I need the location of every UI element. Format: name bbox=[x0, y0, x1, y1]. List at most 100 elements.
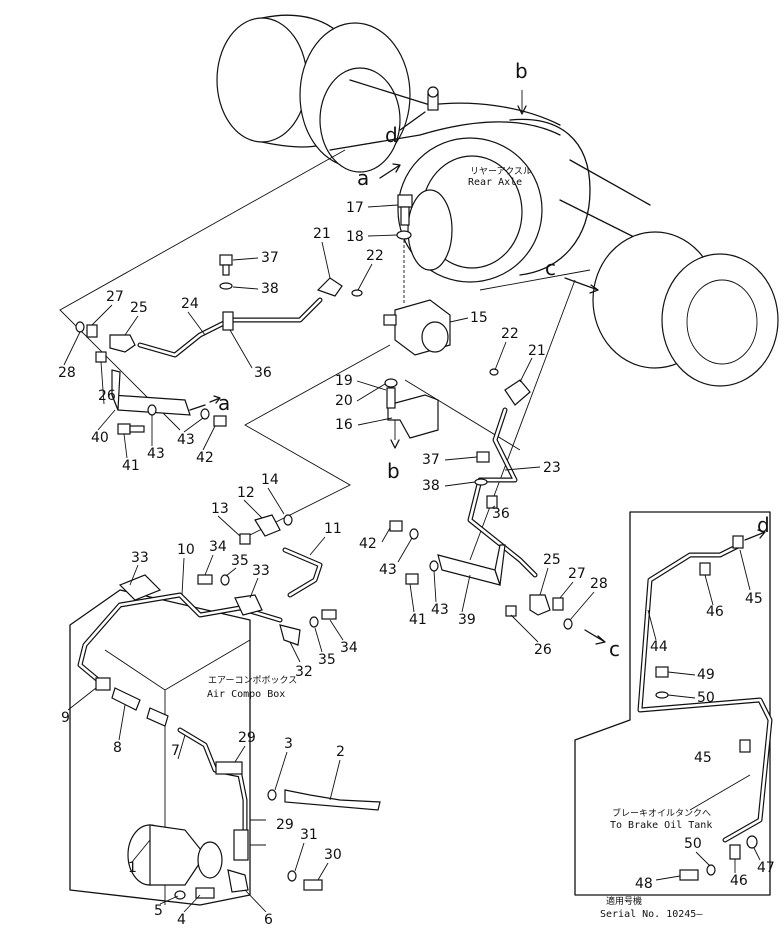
part-number-11: 11 bbox=[324, 521, 342, 537]
arrow-d-right bbox=[744, 529, 766, 541]
washer-20 bbox=[384, 378, 398, 388]
rear-axle-jp-label: リヤーアクスル bbox=[470, 166, 532, 177]
arrow-d-axle bbox=[399, 111, 426, 131]
washer-50-lower bbox=[706, 864, 716, 876]
left-tire bbox=[216, 17, 308, 143]
part-number-21-left: 21 bbox=[313, 226, 331, 242]
fitting-29-lower bbox=[233, 829, 249, 861]
axle-tube-lower bbox=[329, 121, 561, 151]
part-number-28-left: 28 bbox=[58, 365, 76, 381]
washer-38-left bbox=[219, 282, 233, 290]
washer-50-upper bbox=[655, 691, 669, 699]
part-number-46-upper: 46 bbox=[706, 604, 724, 620]
oring-31 bbox=[287, 870, 297, 882]
letter-a-left: a bbox=[218, 391, 230, 415]
bolt-42-right bbox=[389, 520, 403, 532]
part-number-17: 17 bbox=[346, 200, 364, 216]
top-fitting-cap bbox=[427, 86, 439, 98]
washer-43-left-b bbox=[200, 408, 210, 420]
part-number-41-left: 41 bbox=[122, 458, 140, 474]
part-numbers: 1 2 3 4 5 6 7 8 9 10 11 12 13 14 15 16 1… bbox=[58, 200, 775, 928]
part-number-40: 40 bbox=[91, 430, 109, 446]
part-number-33-left: 33 bbox=[131, 550, 149, 566]
part-number-49: 49 bbox=[697, 667, 715, 683]
part-number-50-lower: 50 bbox=[684, 836, 702, 852]
rear-axle-label: Rear Axle bbox=[468, 177, 522, 188]
oring-22-right bbox=[489, 368, 499, 376]
plug-26-left bbox=[95, 351, 107, 363]
oring-22-left bbox=[351, 289, 363, 297]
washer-43-right-a bbox=[409, 528, 419, 540]
bolt-41-right bbox=[405, 573, 419, 585]
letter-c-lower: c bbox=[609, 637, 620, 661]
cap-47 bbox=[746, 835, 758, 849]
part-number-36-right: 36 bbox=[492, 506, 510, 522]
part-number-18: 18 bbox=[346, 229, 364, 245]
letter-d-inset: d bbox=[757, 513, 770, 537]
bolt-4 bbox=[195, 887, 215, 899]
arrow-b-axle-head bbox=[517, 105, 527, 115]
part-number-12: 12 bbox=[237, 485, 255, 501]
plug-26-right bbox=[505, 605, 517, 617]
part-number-38-right: 38 bbox=[422, 478, 440, 494]
part-number-22-right: 22 bbox=[501, 326, 519, 342]
bolt-48 bbox=[679, 869, 699, 881]
part-number-37-left: 37 bbox=[261, 250, 279, 266]
part-number-28-right: 28 bbox=[590, 576, 608, 592]
nut-13 bbox=[239, 533, 251, 545]
relay-valve-port bbox=[421, 321, 449, 353]
part-number-43-left-b: 43 bbox=[177, 432, 195, 448]
fitting-8 bbox=[111, 687, 141, 711]
letter-b-top: b bbox=[515, 59, 528, 83]
oring-28-left bbox=[75, 321, 85, 333]
letter-a-axle: a bbox=[357, 166, 369, 190]
part-number-7: 7 bbox=[171, 743, 180, 759]
air-compo-box-label: Air Compo Box bbox=[207, 689, 285, 700]
left-hub bbox=[319, 67, 401, 173]
axle-arrows bbox=[379, 90, 599, 294]
part-number-25-right: 25 bbox=[543, 552, 561, 568]
nut-27-right bbox=[552, 597, 564, 611]
part-number-46-lower: 46 bbox=[730, 873, 748, 889]
part-number-32: 32 bbox=[295, 664, 313, 680]
part-number-43-left-a: 43 bbox=[147, 446, 165, 462]
bolt-17-head bbox=[397, 194, 413, 208]
reference-letters: b d a c a b c d bbox=[218, 59, 770, 661]
washer-5 bbox=[174, 890, 186, 900]
bracket-33-a bbox=[118, 574, 162, 601]
bolt-37-right bbox=[476, 451, 490, 463]
fitting-9 bbox=[95, 677, 111, 691]
bolt-34-a bbox=[197, 574, 213, 585]
part-number-50-upper: 50 bbox=[697, 690, 715, 706]
serial-jp-label: 適用号機 bbox=[606, 895, 642, 907]
part-number-33-right: 33 bbox=[252, 563, 270, 579]
leader-brake-tank bbox=[689, 774, 751, 811]
bolt-19 bbox=[386, 387, 396, 409]
part-number-10: 10 bbox=[177, 542, 195, 558]
axle-leader-lines bbox=[59, 149, 591, 561]
part-number-35-right: 35 bbox=[318, 652, 336, 668]
fitting-29-upper bbox=[215, 761, 243, 775]
oring-28-right bbox=[563, 618, 573, 630]
part-number-22-left: 22 bbox=[366, 248, 384, 264]
clamp-46-lower bbox=[729, 844, 741, 860]
part-number-48: 48 bbox=[635, 876, 653, 892]
clamp-36-left bbox=[222, 311, 234, 331]
part-number-43-right-b: 43 bbox=[431, 602, 449, 618]
washer-35-a bbox=[220, 574, 230, 586]
part-number-25-left: 25 bbox=[130, 300, 148, 316]
brake-tank-jp-label: ブレーキオイルタンクへ bbox=[612, 807, 711, 819]
part-number-42-right: 42 bbox=[359, 536, 377, 552]
box-pipes bbox=[77, 514, 381, 900]
part-number-21-right: 21 bbox=[528, 343, 546, 359]
part-number-6: 6 bbox=[264, 912, 273, 928]
arrow-a-left bbox=[209, 395, 221, 404]
part-number-43-right-a: 43 bbox=[379, 562, 397, 578]
part-number-8: 8 bbox=[113, 740, 122, 756]
brake-line-inset bbox=[574, 511, 773, 896]
part-number-27-right: 27 bbox=[568, 566, 586, 582]
part-number-42-left: 42 bbox=[196, 450, 214, 466]
rear-axle-drawing bbox=[216, 14, 779, 387]
washer-35-b bbox=[309, 616, 319, 628]
